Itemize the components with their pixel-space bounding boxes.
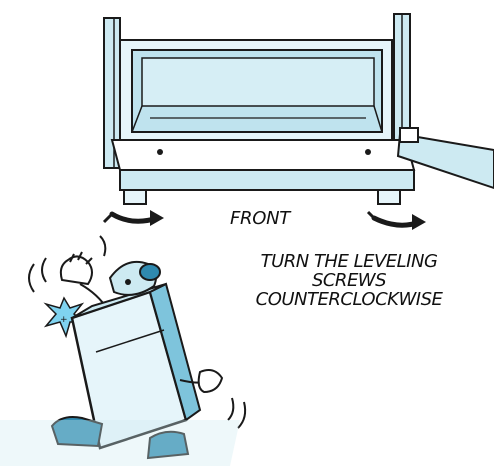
instruction-line-3: COUNTERCLOCKWISE: [208, 290, 490, 309]
front-label: FRONT: [230, 208, 290, 229]
leveling-feet: [124, 190, 400, 204]
curved-arrow-right: [368, 212, 426, 230]
leveling-instruction: TURN THE LEVELING SCREWS COUNTERCLOCKWIS…: [208, 252, 490, 309]
instruction-line-2: SCREWS: [208, 271, 490, 290]
curved-arrow-left: [104, 210, 164, 226]
drawer-compartment: [120, 40, 392, 140]
base-kickplate: [112, 140, 414, 190]
svg-text:+: +: [60, 315, 68, 325]
instruction-line-1: TURN THE LEVELING: [208, 252, 490, 271]
